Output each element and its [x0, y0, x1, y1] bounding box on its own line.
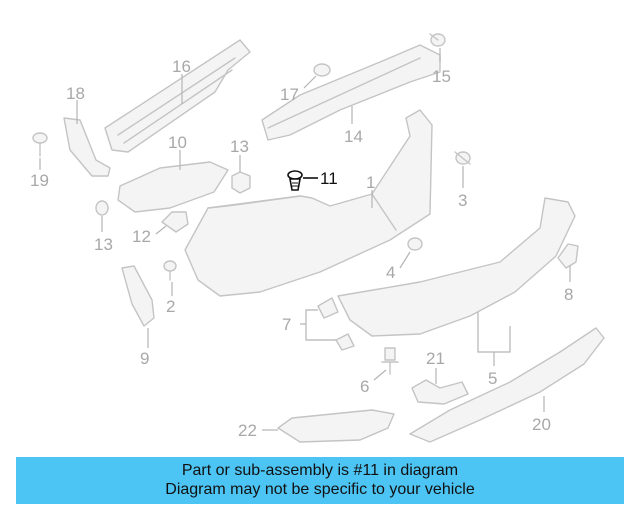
- callout-1[interactable]: 1: [366, 173, 375, 192]
- callout-6[interactable]: 6: [360, 377, 369, 396]
- callout-20[interactable]: 20: [532, 415, 551, 434]
- callout-3[interactable]: 3: [458, 191, 467, 210]
- part-13-cap-upper: [231, 171, 251, 194]
- callout-19[interactable]: 19: [30, 171, 49, 190]
- callout-22[interactable]: 22: [238, 421, 257, 440]
- part-9-side-trim: [121, 265, 155, 327]
- part-7-bracket-upper: [317, 297, 339, 319]
- callout-4[interactable]: 4: [386, 263, 395, 282]
- part-10-absorber: [117, 161, 229, 213]
- part-12-cover: [161, 211, 189, 233]
- callout-17[interactable]: 17: [280, 85, 299, 104]
- callout-10[interactable]: 10: [168, 133, 187, 152]
- callout-18[interactable]: 18: [66, 84, 85, 103]
- part-2-bolt: [163, 260, 177, 281]
- part-6-bolt: [381, 347, 399, 375]
- part-3-clip: [454, 151, 471, 165]
- banner-line-1: Part or sub-assembly is #11 in diagram: [181, 462, 459, 479]
- part-17-clip: [313, 63, 331, 77]
- leader-12: [155, 225, 167, 235]
- part-15-bolt: [429, 33, 446, 47]
- part-22-reflector: [277, 409, 395, 443]
- callout-8[interactable]: 8: [564, 285, 573, 304]
- callout-11[interactable]: 11: [320, 169, 338, 188]
- part-7-bracket-lower: [335, 333, 355, 351]
- callout-15[interactable]: 15: [432, 67, 451, 86]
- part-18-side-bracket: [63, 117, 111, 177]
- leader-6: [373, 369, 387, 381]
- part-21-bracket: [411, 379, 469, 405]
- part-1-bumper-cover: [184, 109, 433, 297]
- callout-13-lower[interactable]: 13: [94, 235, 113, 254]
- callout-2[interactable]: 2: [166, 297, 175, 316]
- parts-diagram: 16 18 17 15 10 13 14 11 1 19 3 13 12 4 2…: [30, 33, 605, 443]
- callout-14[interactable]: 14: [344, 127, 363, 146]
- callout-13-upper[interactable]: 13: [230, 137, 249, 156]
- banner-line-2: Diagram may not be specific to your vehi…: [165, 481, 475, 498]
- callout-12[interactable]: 12: [132, 227, 151, 246]
- callout-9[interactable]: 9: [140, 349, 149, 368]
- leader-7: [300, 309, 336, 341]
- callout-5[interactable]: 5: [488, 369, 497, 388]
- part-8-trim: [557, 243, 579, 269]
- part-19-bolt: [32, 132, 48, 157]
- callout-7[interactable]: 7: [282, 315, 291, 334]
- info-banner: Part or sub-assembly is #11 in diagram D…: [16, 457, 624, 504]
- part-13-cap-lower: [95, 200, 109, 216]
- part-5-lower-cover: [337, 197, 576, 337]
- part-11-bolt: [287, 170, 303, 191]
- callout-16[interactable]: 16: [172, 57, 191, 76]
- leader-17: [303, 75, 317, 89]
- part-20-diffuser: [409, 327, 605, 443]
- leader-5: [477, 312, 511, 366]
- leader-4: [399, 251, 411, 269]
- callout-21[interactable]: 21: [426, 349, 445, 368]
- part-4-clip: [407, 237, 423, 251]
